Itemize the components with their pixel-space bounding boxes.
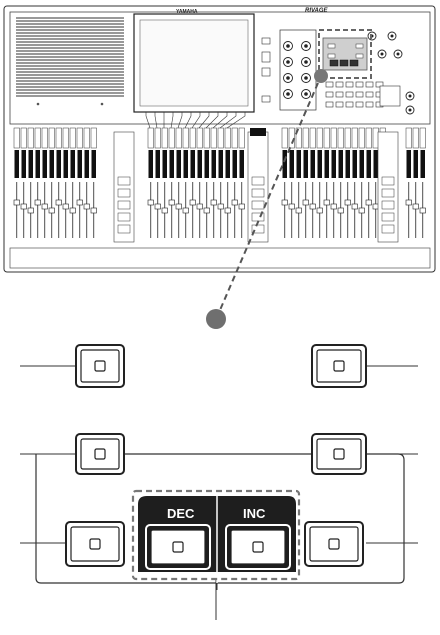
console-illustration: YAMAHA RIVAGE (4, 6, 435, 272)
callout-marker-bottom (206, 309, 226, 329)
dec-label: DEC (167, 506, 195, 521)
speaker-grille (16, 18, 124, 96)
function-button-1[interactable] (76, 345, 124, 387)
inc-label: INC (243, 506, 266, 521)
enlarged-panel: DEC INC (20, 345, 418, 620)
function-button-2[interactable] (312, 345, 366, 387)
dec-button[interactable] (146, 525, 210, 569)
brand-logo: YAMAHA (176, 9, 198, 15)
function-button-4[interactable] (312, 434, 366, 474)
function-button-3[interactable] (76, 434, 124, 474)
inc-button[interactable] (226, 525, 290, 569)
function-button-5[interactable] (66, 522, 124, 566)
console-base (10, 248, 430, 268)
model-logo: RIVAGE (305, 8, 329, 14)
function-button-6[interactable] (305, 522, 363, 566)
callout-marker-top (314, 69, 328, 83)
